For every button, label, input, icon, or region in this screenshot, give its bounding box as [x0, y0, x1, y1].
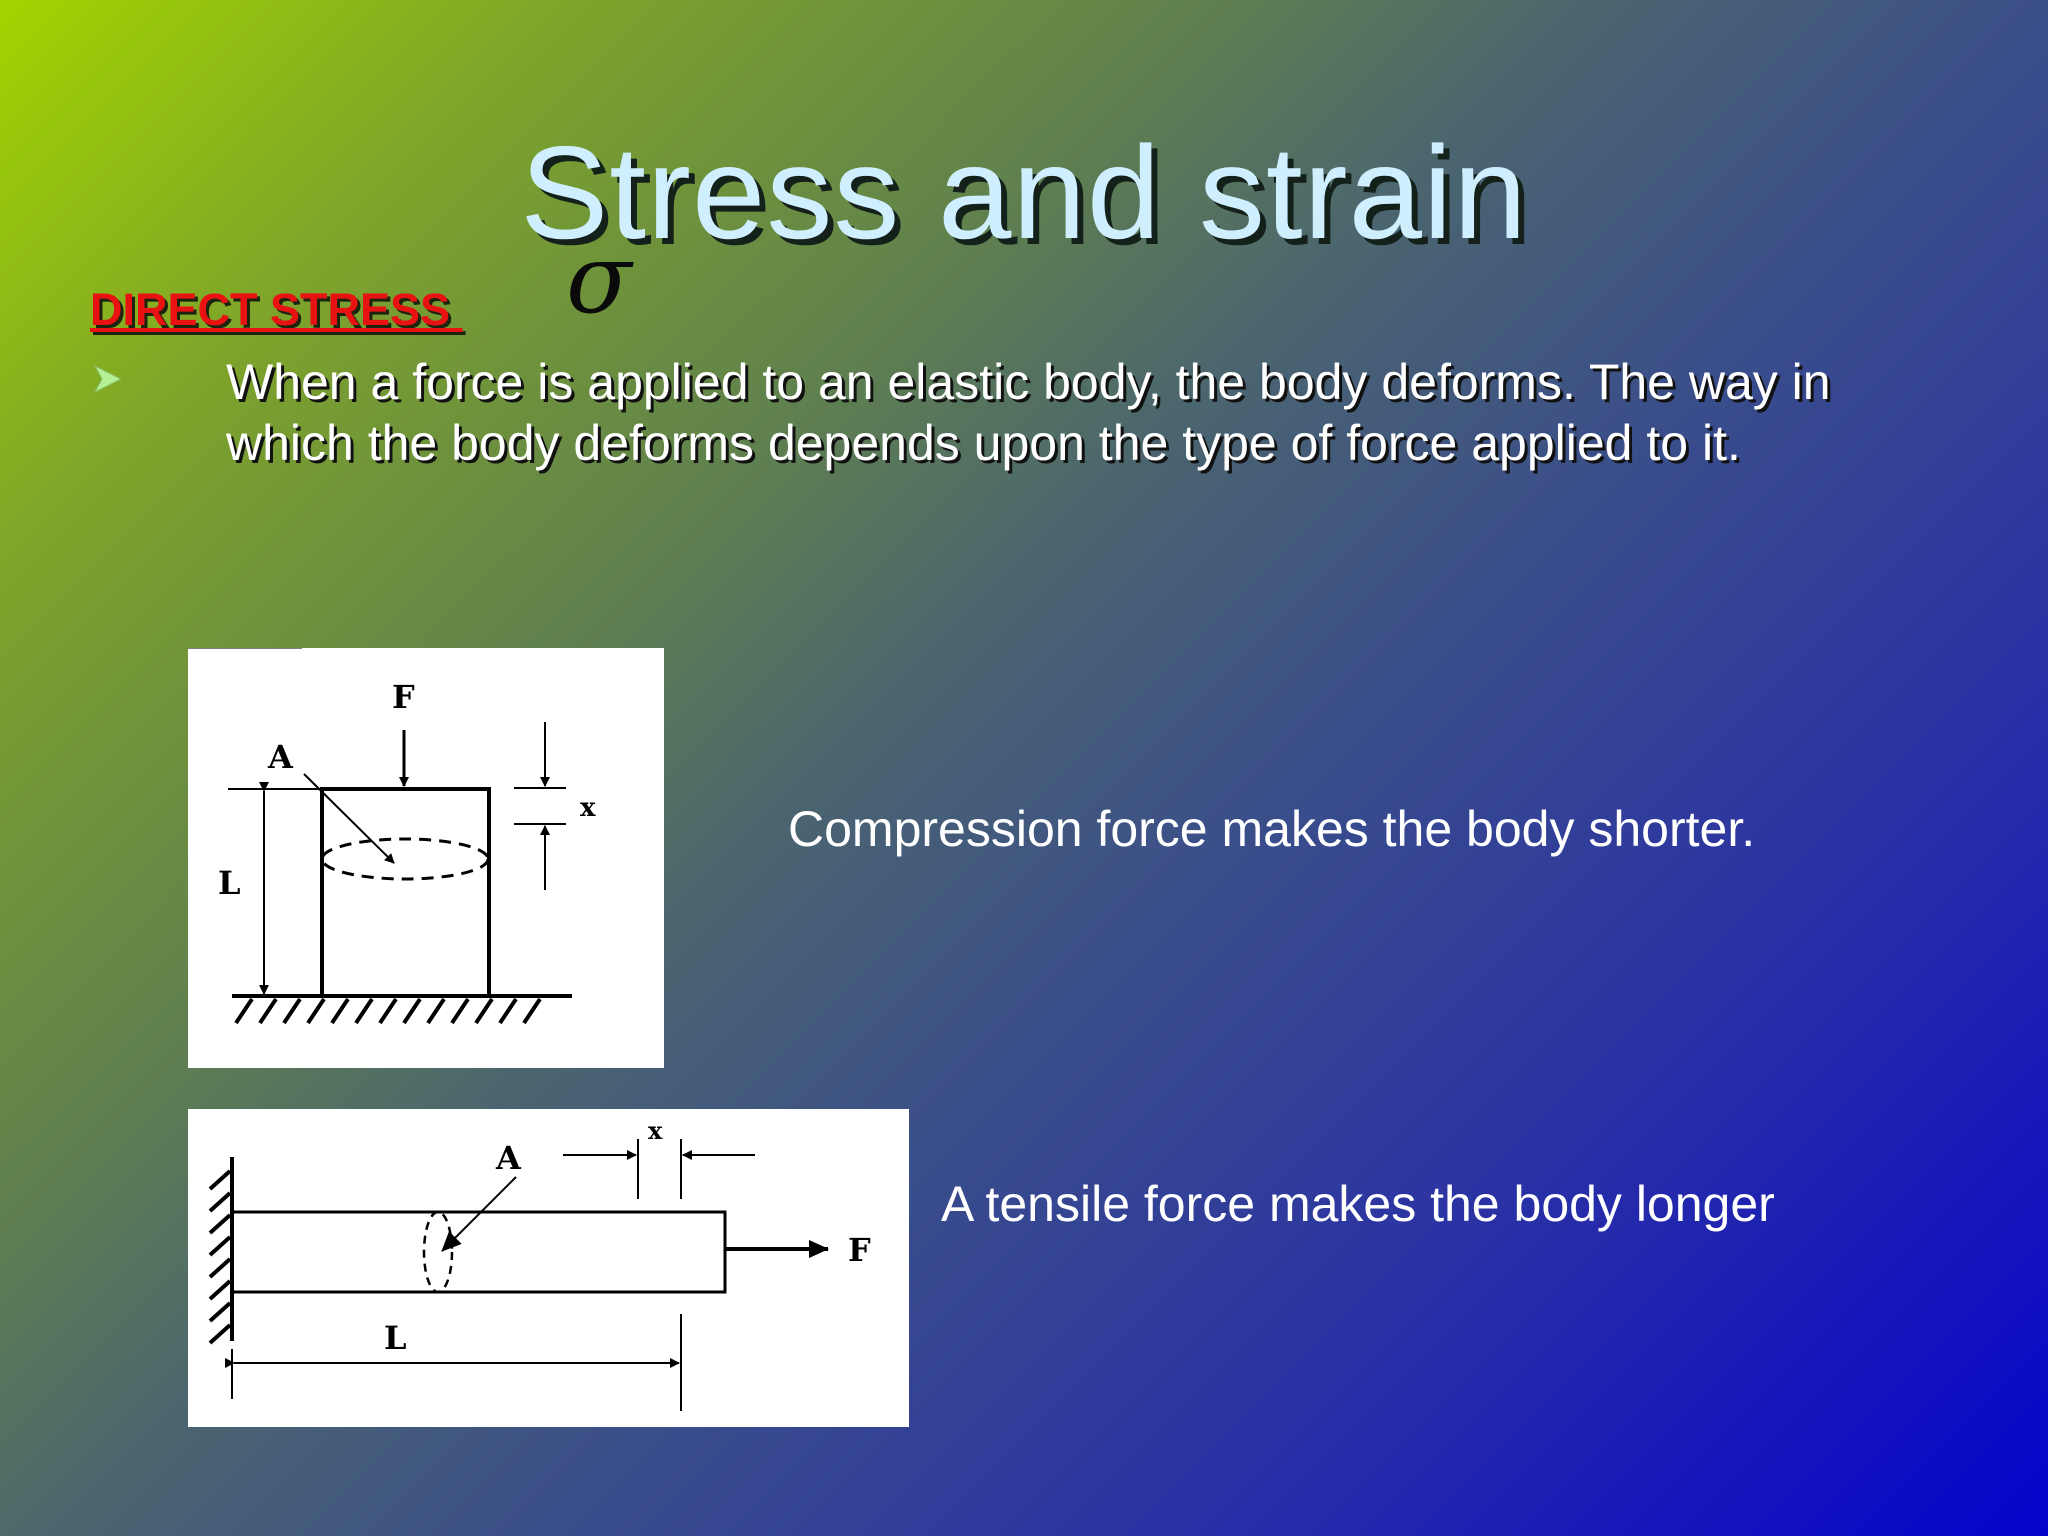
- deformation-label: x: [648, 1116, 663, 1145]
- cross-section-ellipse: [422, 1210, 454, 1294]
- compression-diagram: L F A x: [188, 648, 664, 1068]
- deformation-label: x: [580, 793, 596, 823]
- ground-hatch: [234, 997, 542, 1025]
- compressed-body: [320, 787, 491, 998]
- direct-stress-heading: DIRECT STRESS: [90, 284, 463, 335]
- arrowhead-bullet-icon: [93, 364, 123, 394]
- tension-diagram: A F x L: [188, 1109, 909, 1427]
- slide-title: Stress and strain: [520, 119, 1528, 266]
- force-label: F: [848, 1231, 871, 1269]
- wall-hatch: [208, 1169, 232, 1345]
- compression-caption: Compression force makes the body shorter…: [788, 801, 1756, 857]
- tension-caption: A tensile force makes the body longer: [941, 1176, 1775, 1232]
- cross-section-ellipse: [320, 837, 490, 881]
- area-label: A: [495, 1139, 522, 1177]
- tensile-body: [230, 1210, 727, 1294]
- bullet-text: When a force is applied to an elastic bo…: [226, 354, 1831, 471]
- sigma-symbol: σ: [566, 223, 632, 335]
- area-leader-arrow: [303, 773, 395, 864]
- area-leader-arrow: [441, 1176, 517, 1252]
- length-label: L: [218, 864, 241, 902]
- length-label: L: [384, 1319, 407, 1357]
- area-label: A: [267, 738, 294, 776]
- force-label: F: [392, 678, 415, 716]
